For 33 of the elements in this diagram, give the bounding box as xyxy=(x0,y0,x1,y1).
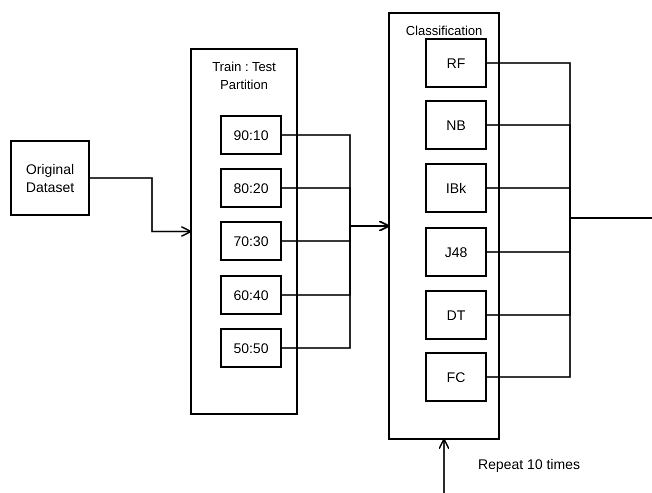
annotation-text: Repeat 10 times xyxy=(478,456,580,472)
classifier-box xyxy=(425,100,487,150)
classification-panel xyxy=(388,12,500,440)
arrow xyxy=(282,220,390,349)
classifier-box xyxy=(425,163,487,213)
ratio-box xyxy=(220,221,282,261)
classifier-box xyxy=(425,352,487,402)
box-label: NB xyxy=(445,116,467,134)
ratio-box xyxy=(220,275,282,315)
dataset-box xyxy=(10,140,90,216)
partition-panel xyxy=(190,48,298,415)
box-label: 80:20 xyxy=(232,179,270,197)
box-label: Original Dataset xyxy=(24,160,76,196)
ratio-box xyxy=(220,168,282,208)
panel-title: Train : Test Partition xyxy=(211,58,277,94)
box-label: J48 xyxy=(444,243,468,261)
classifier-box xyxy=(425,227,487,277)
arrow xyxy=(438,438,450,493)
box-label: FC xyxy=(446,368,466,386)
connector-line xyxy=(487,217,652,378)
box-label: 90:10 xyxy=(232,126,270,144)
classifier-box xyxy=(425,38,487,88)
box-label: DT xyxy=(446,306,466,324)
arrow xyxy=(90,177,192,238)
ratio-box xyxy=(220,115,282,155)
box-label: IBk xyxy=(444,179,468,197)
panel-title: Classification xyxy=(404,22,484,40)
classifier-box xyxy=(425,290,487,340)
ratio-box xyxy=(220,328,282,368)
box-label: RF xyxy=(446,54,466,72)
box-label: 50:50 xyxy=(232,339,270,357)
box-label: 60:40 xyxy=(232,286,270,304)
box-label: 70:30 xyxy=(232,232,270,250)
